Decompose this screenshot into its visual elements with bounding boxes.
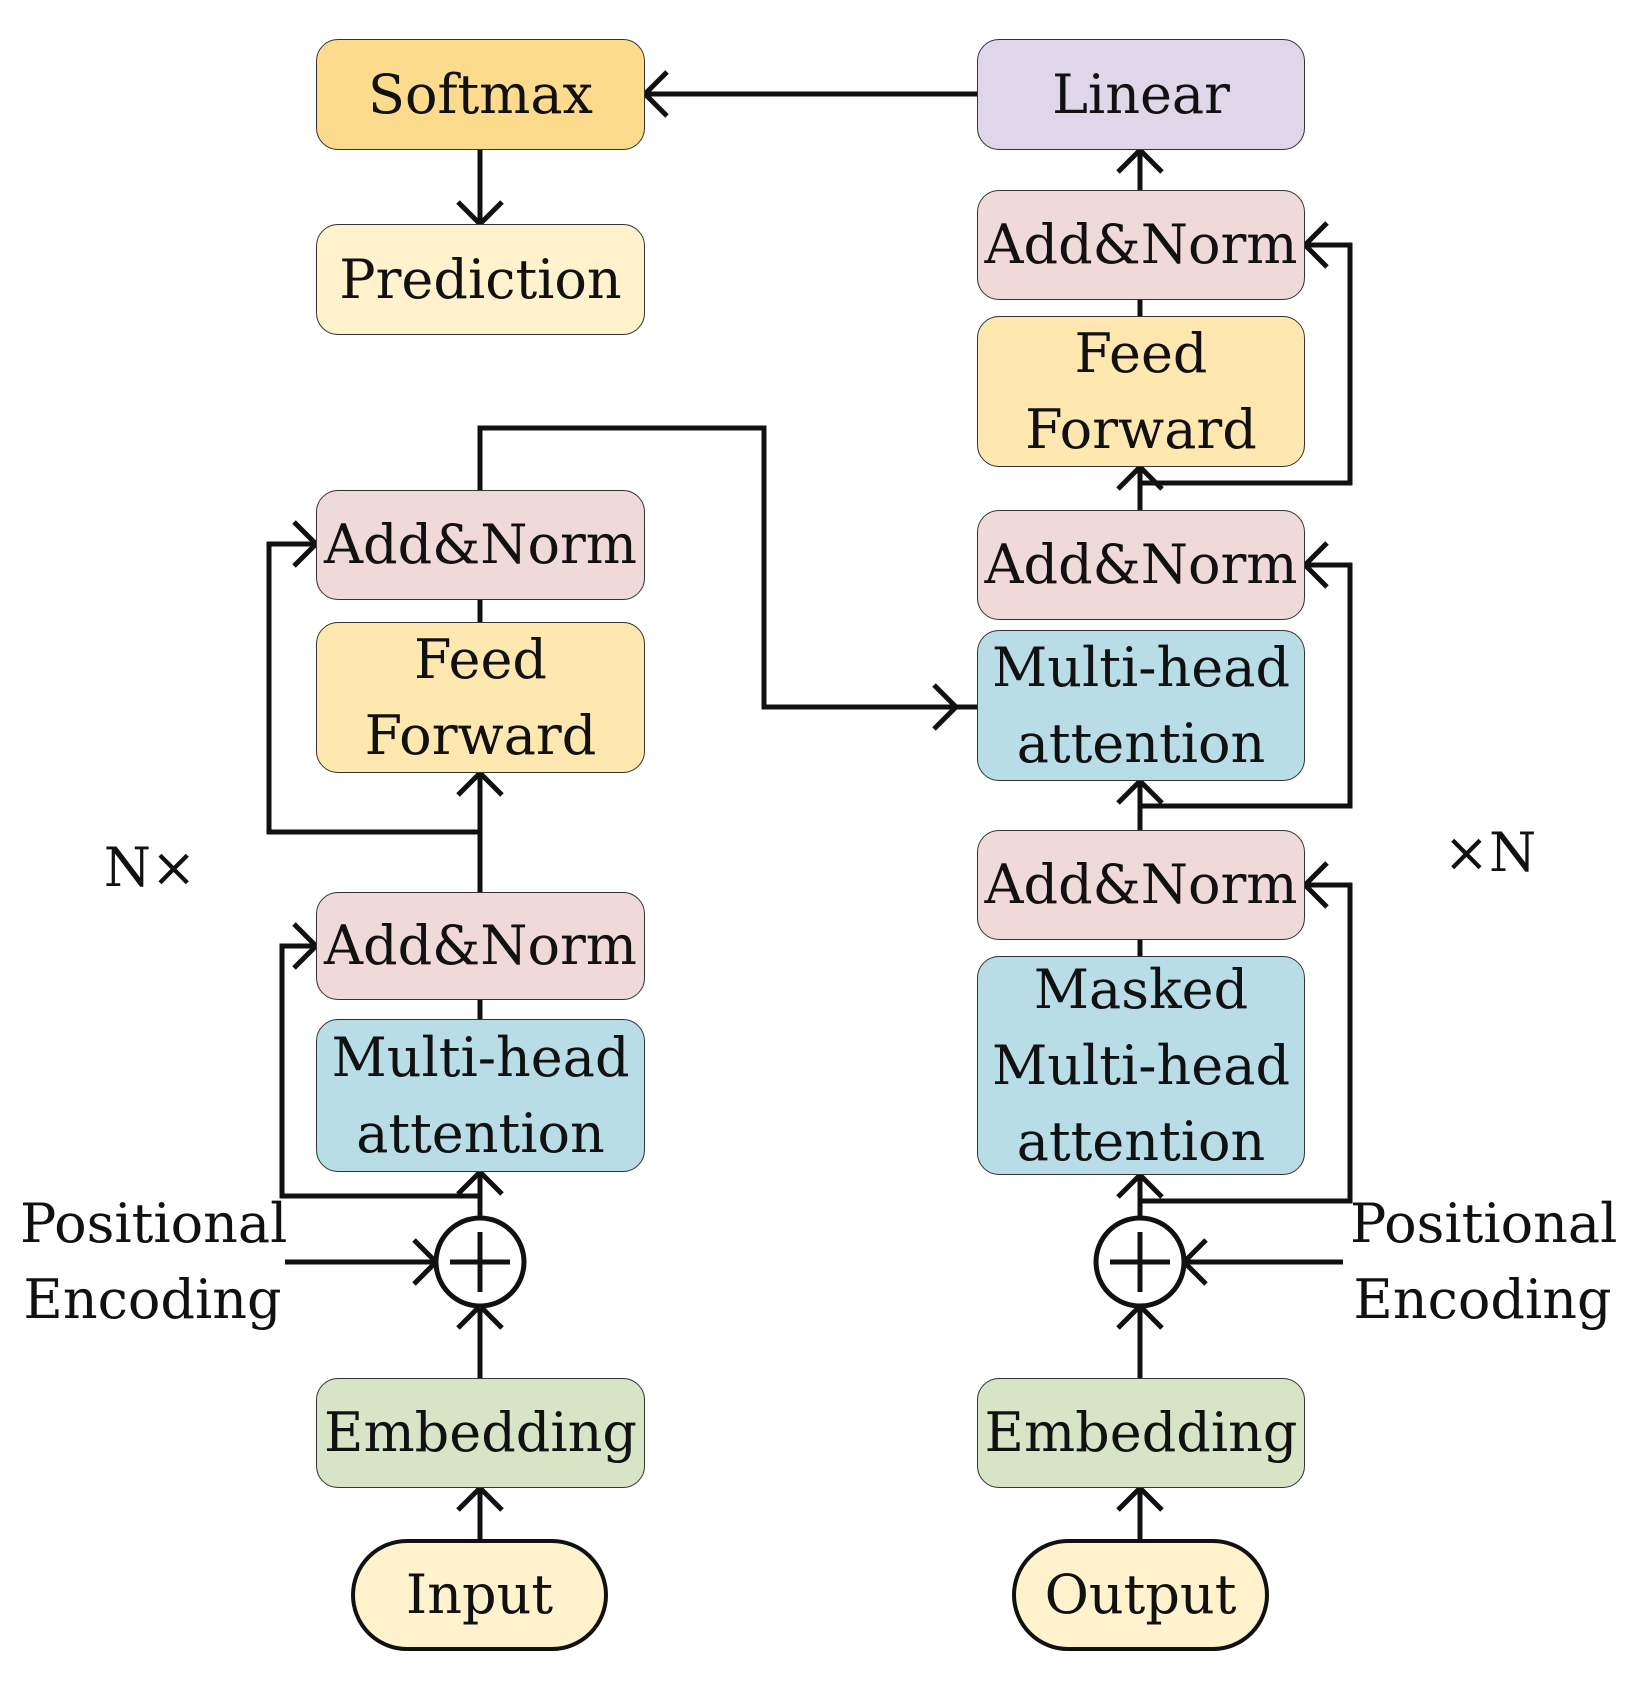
decoder-feed-forward-label: Feed Forward (1025, 321, 1257, 461)
decoder-cross-attention: Multi-head attention (977, 630, 1305, 781)
decoder-add-norm-middle: Add&Norm (977, 510, 1305, 620)
encoder-repeat-label: N× (103, 836, 197, 899)
linear-label: Linear (1052, 62, 1230, 126)
decoder-residual-3 (1140, 242, 1353, 486)
encoder-residual-1 (279, 943, 480, 1199)
softmax-box: Softmax (316, 39, 645, 150)
decoder-add-norm-middle-label: Add&Norm (984, 533, 1298, 596)
softmax-label: Softmax (367, 62, 594, 126)
encoder-add-norm-bottom: Add&Norm (316, 892, 645, 1000)
decoder-masked-attention: Masked Multi-head attention (977, 956, 1305, 1175)
decoder-positional-encoding-label: Positional Encoding (1350, 1192, 1618, 1331)
encoder-positional-encoding-label: Positional Encoding (20, 1192, 288, 1331)
encoder-attention: Multi-head attention (316, 1019, 645, 1172)
decoder-embedding-label: Embedding (984, 1401, 1298, 1464)
decoder-add-norm-top-label: Add&Norm (984, 213, 1298, 276)
decoder-residual-1 (1140, 882, 1353, 1204)
decoder-residual-2 (1140, 562, 1353, 809)
prediction-box: Prediction (316, 224, 645, 335)
decoder-masked-attention-label: Masked Multi-head attention (991, 957, 1291, 1173)
decoder-add-norm-bottom-label: Add&Norm (984, 853, 1298, 916)
encoder-residual-2 (266, 541, 480, 835)
decoder-add-norm-top: Add&Norm (977, 190, 1305, 300)
encoder-embedding-label: Embedding (324, 1401, 637, 1464)
encoder-add-norm-top: Add&Norm (316, 490, 645, 600)
encoder-feed-forward-label: Feed Forward (364, 627, 597, 767)
decoder-cross-attention-label: Multi-head attention (991, 635, 1291, 775)
encoder-feed-forward: Feed Forward (316, 622, 645, 773)
output-label: Output (1044, 1563, 1237, 1626)
input-node: Input (351, 1539, 608, 1651)
encoder-add-norm-top-label: Add&Norm (324, 513, 637, 576)
output-node: Output (1012, 1539, 1269, 1651)
encoder-add-norm-bottom-label: Add&Norm (324, 914, 637, 977)
linear-box: Linear (977, 39, 1305, 150)
encoder-attention-label: Multi-head attention (331, 1025, 630, 1165)
prediction-label: Prediction (339, 247, 622, 311)
encoder-to-decoder-line (477, 425, 977, 710)
decoder-add-norm-bottom: Add&Norm (977, 830, 1305, 940)
decoder-repeat-label: ×N (1443, 821, 1537, 884)
encoder-embedding: Embedding (316, 1378, 645, 1488)
input-label: Input (405, 1563, 554, 1626)
decoder-feed-forward: Feed Forward (977, 316, 1305, 467)
decoder-embedding: Embedding (977, 1378, 1305, 1488)
